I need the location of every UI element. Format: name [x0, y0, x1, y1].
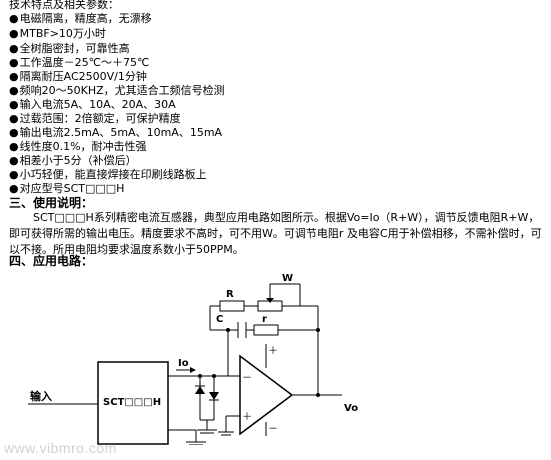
feature-text: MTBF>10万小时 — [19, 27, 106, 40]
feature-item: 隔离耐压AC2500V/1分钟 — [9, 70, 147, 84]
usage-paragraph: SCT□□□H系列精密电流互感器，典型应用电路如图所示。根据Vo=Io（R+W）… — [9, 210, 549, 258]
io-label: Io — [178, 358, 189, 369]
application-circuit-diagram: 输入 SCT□□□H Io Vo R W C r － ＋ ＋ － — [28, 273, 358, 445]
device-label: SCT□□□H — [103, 397, 161, 408]
feature-text: 隔离耐压AC2500V/1分钟 — [19, 70, 147, 83]
feature-text: 工作温度－25℃～＋75℃ — [19, 56, 150, 69]
supply-plus-sign: ＋ — [268, 346, 278, 357]
feature-text: 输出电流2.5mA、5mA、10mA、15mA — [19, 126, 223, 139]
resistor-small-r — [253, 324, 279, 336]
feature-item: 输出电流2.5mA、5mA、10mA、15mA — [9, 126, 222, 140]
feature-item: 频响20～50KHZ，尤其适合工频信号检测 — [9, 84, 225, 98]
usage-heading: 三、使用说明： — [9, 196, 94, 210]
r-label: R — [226, 289, 234, 300]
features-heading: 技术特点及相关参数： — [9, 0, 119, 11]
w-label: W — [282, 273, 293, 284]
input-label: 输入 — [30, 389, 52, 403]
watermark: www.vibmro.com — [4, 440, 117, 456]
feature-text: 过载范围：2倍额定，可保护精度 — [19, 112, 181, 125]
resistor-r-feedback — [219, 300, 245, 312]
diode-down — [209, 392, 219, 400]
feature-item: 相差小于5分（补偿后） — [9, 154, 137, 168]
supply-minus-sign: － — [268, 424, 278, 435]
feature-text: 频响20～50KHZ，尤其适合工频信号检测 — [19, 84, 225, 97]
feature-item: 线性度0.1%，耐冲击性强 — [9, 140, 147, 154]
c-label: C — [216, 314, 223, 325]
diode-up — [195, 386, 205, 394]
feature-item: 过载范围：2倍额定，可保护精度 — [9, 112, 181, 126]
feature-text: 线性度0.1%，耐冲击性强 — [19, 140, 147, 153]
feature-text: 相差小于5分（补偿后） — [19, 154, 137, 167]
usage-text: SCT□□□H系列精密电流互感器，典型应用电路如图所示。根据Vo=Io（R+W）… — [9, 211, 542, 256]
feature-item: 电磁隔离，精度高，无漂移 — [9, 12, 152, 26]
vo-label: Vo — [344, 403, 358, 414]
feature-text: 对应型号SCT□□□H — [19, 182, 125, 195]
small-r-label: r — [262, 314, 267, 325]
feature-item: 工作温度－25℃～＋75℃ — [9, 56, 150, 70]
feature-text: 电磁隔离，精度高，无漂移 — [19, 12, 152, 25]
feature-item: 输入电流5A、10A、20A、30A — [9, 98, 176, 112]
feature-item: 小巧轻便，能直接焊接在印刷线路板上 — [9, 168, 207, 182]
feature-text: 输入电流5A、10A、20A、30A — [19, 98, 176, 111]
op-amp-minus-sign: － — [242, 373, 252, 384]
feature-item: 全树脂密封，可靠性高 — [9, 42, 130, 56]
op-amp-triangle — [239, 354, 294, 436]
op-amp-plus-sign: ＋ — [242, 412, 252, 423]
feature-item: MTBF>10万小时 — [9, 27, 106, 41]
feature-text: 全树脂密封，可靠性高 — [19, 42, 130, 55]
feature-text: 小巧轻便，能直接焊接在印刷线路板上 — [19, 168, 207, 181]
sct-device-box — [97, 361, 169, 445]
feature-item: 对应型号SCT□□□H — [9, 182, 125, 196]
circuit-heading: 四、应用电路： — [9, 254, 94, 268]
